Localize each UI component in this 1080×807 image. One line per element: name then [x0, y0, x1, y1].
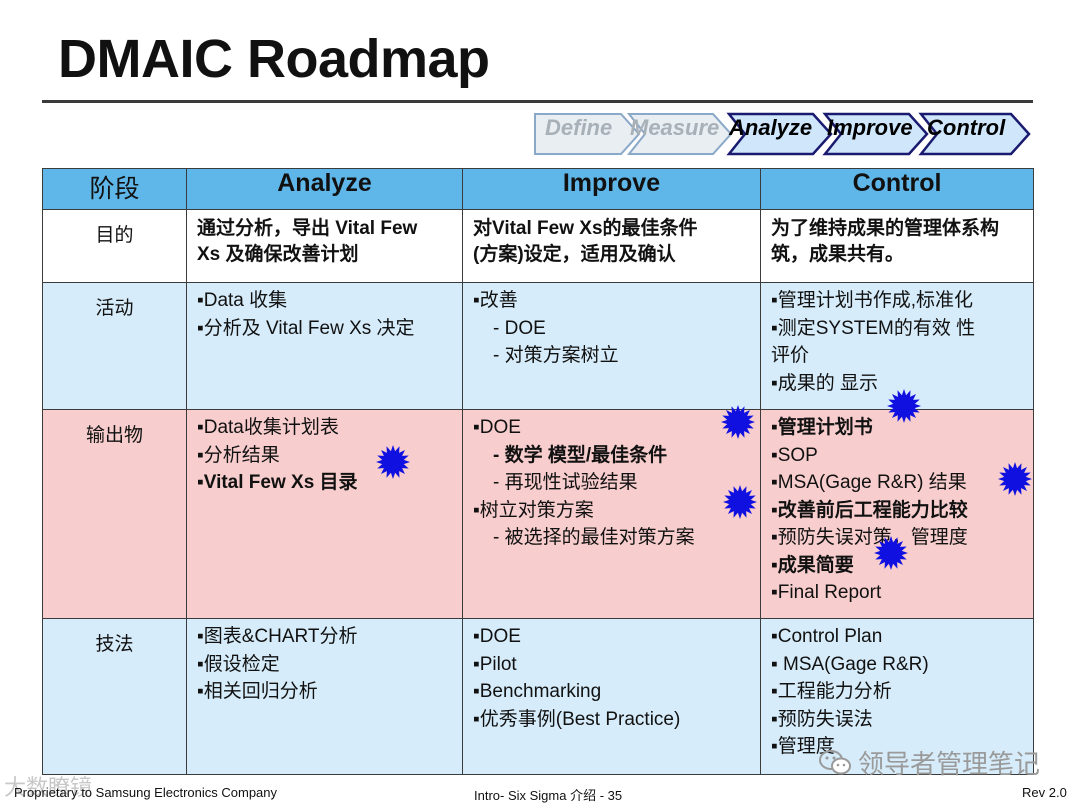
- list-item: ▪管理计划书: [771, 417, 873, 438]
- text-line: Xs 及确保改善计划: [197, 244, 359, 265]
- starburst-icon: [887, 389, 921, 423]
- row-label-purpose: 目的: [42, 209, 187, 283]
- list-item: ▪Control Plan: [771, 626, 883, 647]
- list-item: ▪Data收集计划表: [197, 417, 339, 438]
- list-item: ▪图表&CHART分析: [197, 626, 358, 647]
- cell-tech-control: ▪Control Plan ▪ MSA(Gage R&R) ▪工程能力分析 ▪预…: [760, 618, 1034, 775]
- dmaic-table: 阶段 Analyze Improve Control 目的 通过分析，导出 Vi…: [42, 168, 1034, 775]
- list-item: ▪分析及 Vital Few Xs 决定: [197, 317, 415, 339]
- phase-control: Control: [927, 115, 1006, 140]
- list-item: ▪SOP: [771, 444, 818, 466]
- row-label-technique: 技法: [42, 618, 187, 775]
- text-line: 通过分析，导出 Vital Few: [197, 218, 418, 239]
- row-activity: 活动 ▪Data 收集 ▪分析及 Vital Few Xs 决定 ▪改善 - D…: [42, 282, 1034, 410]
- list-item: ▪改善: [473, 290, 518, 311]
- phase-analyze: Analyze: [729, 115, 813, 140]
- watermark: 领导者管理笔记: [818, 744, 1040, 781]
- chevron-improve: [822, 112, 929, 156]
- list-item: ▪改善前后工程能力比较: [771, 499, 968, 521]
- list-item: ▪预防失误对策，管理度: [771, 527, 968, 548]
- list-item: ▪MSA(Gage R&R) 结果: [771, 472, 967, 493]
- list-item: ▪Benchmarking: [473, 681, 602, 702]
- list-item: ▪DOE: [473, 626, 521, 647]
- starburst-icon: [721, 405, 755, 439]
- row-output: 输出物 ▪Data收集计划表 ▪分析结果 ▪Vital Few Xs 目录 ▪D…: [42, 409, 1034, 619]
- list-subitem: - 对策方案树立: [493, 345, 619, 366]
- row-label-output: 输出物: [42, 409, 187, 619]
- list-item: ▪Vital Few Xs 目录: [197, 472, 358, 493]
- header-stage: 阶段: [42, 168, 187, 210]
- starburst-icon: [723, 485, 757, 519]
- text-line: 为了维持成果的管理体系构: [771, 218, 1000, 239]
- starburst-icon: [998, 462, 1032, 496]
- list-item: ▪分析结果: [197, 444, 280, 466]
- roadmap-chevrons: [534, 112, 1031, 156]
- list-item: ▪工程能力分析: [771, 681, 892, 702]
- phase-improve: Improve: [827, 115, 913, 140]
- wechat-icon: [819, 749, 851, 774]
- slide-title: DMAIC Roadmap: [58, 29, 490, 89]
- list-item: ▪假设检定: [197, 653, 280, 675]
- list-item: ▪管理度: [771, 736, 835, 757]
- cell-activity-analyze: ▪Data 收集 ▪分析及 Vital Few Xs 决定: [186, 282, 463, 410]
- list-item: ▪成果的 显示: [771, 372, 879, 394]
- list-subitem: - 再现性试验结果: [493, 472, 638, 493]
- header-analyze: Analyze: [186, 168, 463, 210]
- list-subitem: - DOE: [493, 317, 546, 339]
- phase-measure: Measure: [630, 115, 720, 140]
- list-item: 评价: [771, 345, 810, 366]
- chevron-define: [534, 113, 641, 155]
- text-line: 对Vital Few Xs的最佳条件: [473, 218, 698, 239]
- cell-tech-analyze: ▪图表&CHART分析 ▪假设检定 ▪相关回归分析: [186, 618, 463, 775]
- row-technique: 技法 ▪图表&CHART分析 ▪假设检定 ▪相关回归分析 ▪DOE ▪Pilot…: [42, 618, 1034, 775]
- watermark-left: 大数瞭镜: [4, 775, 93, 800]
- cell-purpose-analyze: 通过分析，导出 Vital Few Xs 及确保改善计划: [186, 209, 463, 283]
- cell-purpose-improve: 对Vital Few Xs的最佳条件 (方案)设定，适用及确认: [462, 209, 761, 283]
- header-row: 阶段 Analyze Improve Control: [42, 168, 1034, 210]
- header-control: Control: [760, 168, 1034, 210]
- cell-tech-improve: ▪DOE ▪Pilot ▪Benchmarking ▪优秀事例(Best Pra…: [462, 618, 761, 775]
- text-line: (方案)设定，适用及确认: [473, 244, 676, 265]
- list-item: ▪树立对策方案: [473, 499, 594, 521]
- cell-activity-control: ▪管理计划书作成,标准化 ▪测定SYSTEM的有效 性 评价 ▪成果的 显示: [760, 282, 1034, 410]
- title-divider: [42, 100, 1033, 103]
- footer-left: Proprietary to Samsung Electronics Compa…: [14, 785, 278, 800]
- chevron-measure: [626, 113, 733, 155]
- list-item: ▪DOE: [473, 417, 521, 438]
- row-label-activity: 活动: [42, 282, 187, 410]
- list-item: ▪ MSA(Gage R&R): [771, 653, 929, 675]
- list-item: ▪测定SYSTEM的有效 性: [771, 317, 976, 339]
- list-item: ▪Data 收集: [197, 290, 288, 311]
- list-item: ▪成果简要: [771, 554, 854, 576]
- cell-output-improve: ▪DOE - 数学 模型/最佳条件 - 再现性试验结果 ▪树立对策方案 - 被选…: [462, 409, 761, 619]
- header-improve: Improve: [462, 168, 761, 210]
- list-subitem: - 数学 模型/最佳条件: [493, 444, 668, 466]
- list-item: ▪预防失误法: [771, 708, 873, 730]
- starburst-icon: [874, 536, 908, 570]
- list-subitem: - 被选择的最佳对策方案: [493, 527, 695, 548]
- cell-purpose-control: 为了维持成果的管理体系构 筑，成果共有。: [760, 209, 1034, 283]
- list-item: ▪相关回归分析: [197, 681, 318, 702]
- starburst-icon: [376, 445, 410, 479]
- phase-define: Define: [545, 115, 613, 140]
- row-purpose: 目的 通过分析，导出 Vital Few Xs 及确保改善计划 对Vital F…: [42, 209, 1034, 283]
- cell-output-analyze: ▪Data收集计划表 ▪分析结果 ▪Vital Few Xs 目录: [186, 409, 463, 619]
- text-line: 筑，成果共有。: [771, 244, 905, 265]
- phase-roadmap: Define Measure Analyze Improve Control: [533, 110, 1033, 158]
- list-item: ▪Pilot: [473, 653, 517, 675]
- footer-center: Intro- Six Sigma 介绍 - 35: [474, 788, 623, 803]
- cell-activity-improve: ▪改善 - DOE - 对策方案树立: [462, 282, 761, 410]
- cell-output-control: ▪管理计划书 ▪SOP ▪MSA(Gage R&R) 结果 ▪改善前后工程能力比…: [760, 409, 1034, 619]
- watermark-text: 领导者管理笔记: [858, 749, 1041, 779]
- chevron-analyze: [726, 112, 833, 156]
- chevron-control: [918, 112, 1031, 156]
- footer-right: Rev 2.0: [1022, 785, 1067, 800]
- list-item: ▪Final Report: [771, 582, 882, 603]
- list-item: ▪优秀事例(Best Practice): [473, 708, 681, 730]
- list-item: ▪管理计划书作成,标准化: [771, 290, 974, 311]
